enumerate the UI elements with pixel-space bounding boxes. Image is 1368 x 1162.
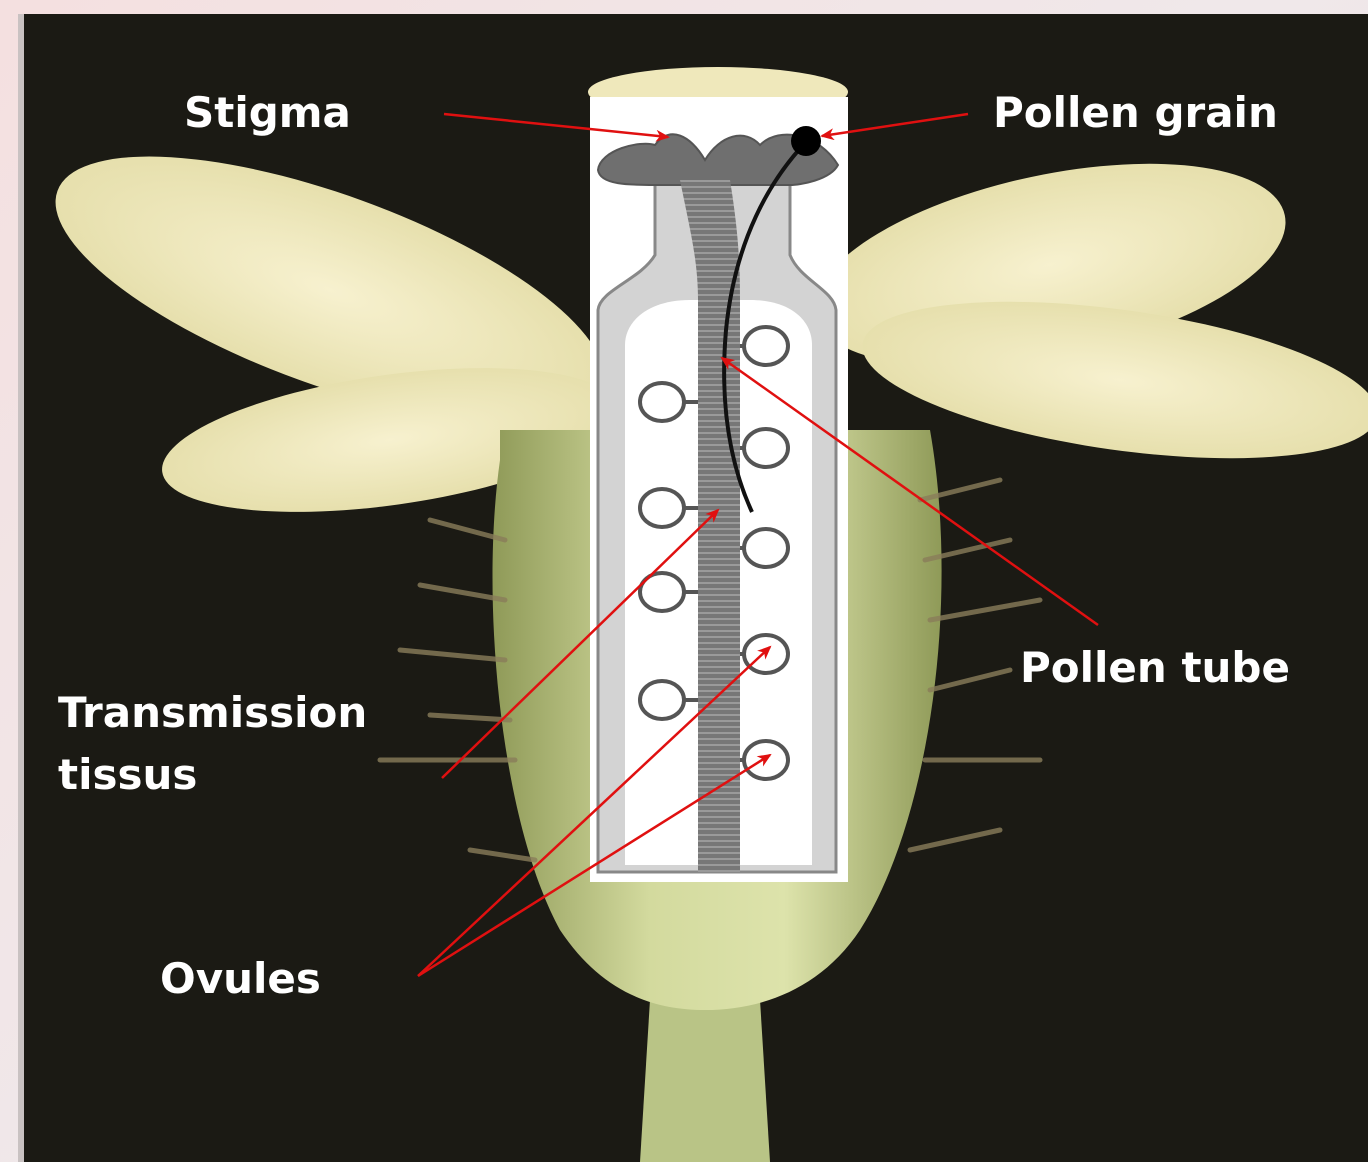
ovule [744,635,788,673]
label-pollen-grain: Pollen grain [993,82,1278,144]
label-pollen-tube: Pollen tube [1020,637,1290,699]
label-transmission-line1: Transmission [58,682,367,744]
ovule [640,681,684,719]
label-transmission-tissue: Transmission tissus [58,682,367,806]
pollen-grain [791,126,821,156]
ovule [744,741,788,779]
ovule [640,489,684,527]
ovule [744,529,788,567]
ovule [640,383,684,421]
stem [640,1000,770,1162]
label-stigma: Stigma [184,82,351,144]
label-ovules: Ovules [160,948,321,1010]
ovule [744,327,788,365]
label-transmission-line2: tissus [58,744,367,806]
pistil-diagram [590,97,848,882]
ovule [744,429,788,467]
